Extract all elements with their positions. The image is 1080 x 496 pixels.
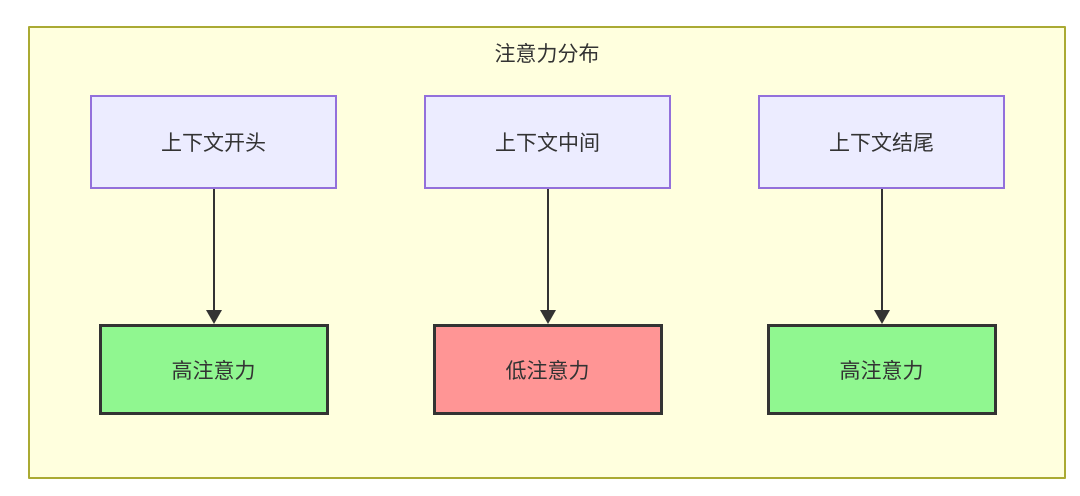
flow-column-context-middle: 上下文中间 低注意力 [424,95,671,415]
flow-column-context-end: 上下文结尾 高注意力 [758,95,1005,415]
arrow-shaft [880,189,883,310]
node-high-attention-right-label: 高注意力 [839,359,924,383]
node-high-attention-right: 高注意力 [766,324,997,415]
node-low-attention-middle: 低注意力 [432,324,663,415]
node-context-end-label: 上下文结尾 [829,132,934,155]
arrow-down-icon [539,189,556,324]
node-low-attention-middle-label: 低注意力 [505,359,590,383]
flow-column-context-begin: 上下文开头 高注意力 [90,95,337,415]
arrow-head [873,310,890,324]
arrow-down-icon [205,189,222,324]
diagram-title: 注意力分布 [494,43,600,66]
arrow-shaft [546,189,549,310]
node-context-begin: 上下文开头 [90,95,337,189]
arrow-down-icon [873,189,890,324]
node-context-end: 上下文结尾 [758,95,1005,189]
arrow-head [539,310,556,324]
node-context-middle-label: 上下文中间 [495,132,600,155]
attention-distribution-group: 注意力分布 上下文开头 高注意力 上下文中间 低注意力 [28,26,1066,479]
arrow-shaft [212,189,215,310]
node-high-attention-left-label: 高注意力 [171,359,256,383]
node-context-begin-label: 上下文开头 [161,132,266,155]
arrow-head [205,310,222,324]
node-context-middle: 上下文中间 [424,95,671,189]
node-high-attention-left: 高注意力 [98,324,329,415]
